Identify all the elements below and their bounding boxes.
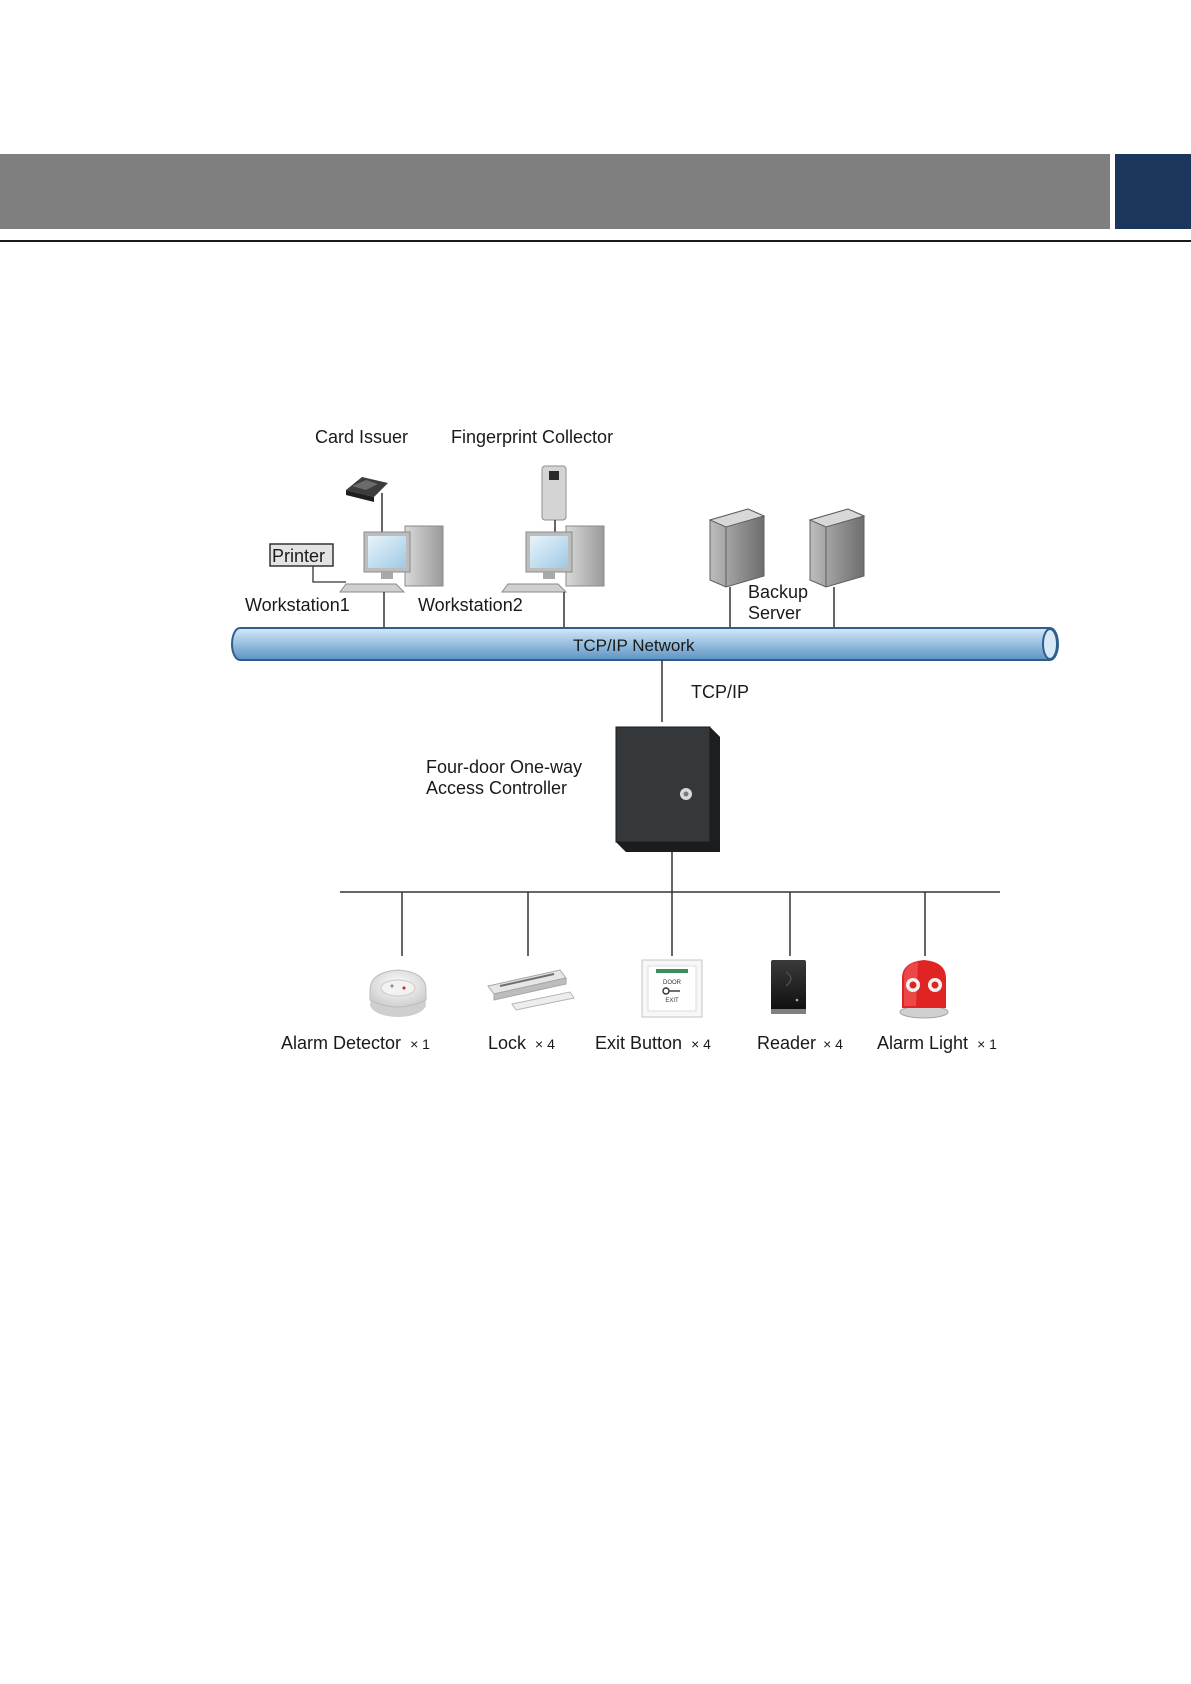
alarm-light-name: Alarm Light bbox=[877, 1033, 968, 1053]
fingerprint-collector-icon bbox=[542, 466, 566, 520]
exit-button-label: Exit Button × 4 bbox=[595, 1033, 711, 1053]
reader-name: Reader bbox=[757, 1033, 816, 1053]
lock-label: Lock × 4 bbox=[488, 1033, 555, 1053]
lock-name: Lock bbox=[488, 1033, 527, 1053]
server2-icon bbox=[810, 509, 864, 587]
alarm-light-label: Alarm Light × 1 bbox=[877, 1033, 997, 1053]
exit-button-exit-text: EXIT bbox=[665, 998, 679, 1004]
workstation1-label: Workstation1 bbox=[245, 595, 350, 615]
printer-cable bbox=[313, 566, 346, 582]
tcpip-link-label: TCP/IP bbox=[691, 682, 749, 702]
controller-label-line2: Access Controller bbox=[426, 778, 567, 798]
controller-label-line1: Four-door One-way bbox=[426, 757, 582, 777]
card-reader-icon bbox=[771, 960, 806, 1014]
printer-label: Printer bbox=[272, 546, 325, 566]
workstation2-icon bbox=[502, 526, 604, 592]
backup-server-label-line2: Server bbox=[748, 603, 801, 623]
smoke-detector-icon bbox=[370, 970, 426, 1017]
alarm-detector-label: Alarm Detector × 1 bbox=[281, 1033, 430, 1053]
magnetic-lock-icon bbox=[488, 970, 574, 1010]
backup-server-label-line1: Backup bbox=[748, 582, 808, 602]
fingerprint-collector-label: Fingerprint Collector bbox=[451, 427, 613, 447]
workstation2-label: Workstation2 bbox=[418, 595, 523, 615]
alarm-light-icon bbox=[900, 960, 948, 1018]
lock-qty: × 4 bbox=[535, 1036, 555, 1052]
alarm-light-qty: × 1 bbox=[977, 1036, 997, 1052]
network-label: TCP/IP Network bbox=[573, 636, 695, 655]
server1-icon bbox=[710, 509, 764, 587]
exit-button-icon: DOOR EXIT bbox=[642, 960, 702, 1017]
alarm-detector-name: Alarm Detector bbox=[281, 1033, 401, 1053]
exit-button-name: Exit Button bbox=[595, 1033, 682, 1053]
exit-button-qty: × 4 bbox=[691, 1036, 711, 1052]
access-controller-icon bbox=[616, 727, 720, 852]
reader-label: Reader × 4 bbox=[757, 1033, 843, 1053]
alarm-detector-qty: × 1 bbox=[410, 1036, 430, 1052]
reader-qty: × 4 bbox=[823, 1036, 843, 1052]
exit-button-door-text: DOOR bbox=[663, 980, 682, 986]
card-issuer-label: Card Issuer bbox=[315, 427, 408, 447]
workstation1-icon bbox=[340, 526, 443, 592]
